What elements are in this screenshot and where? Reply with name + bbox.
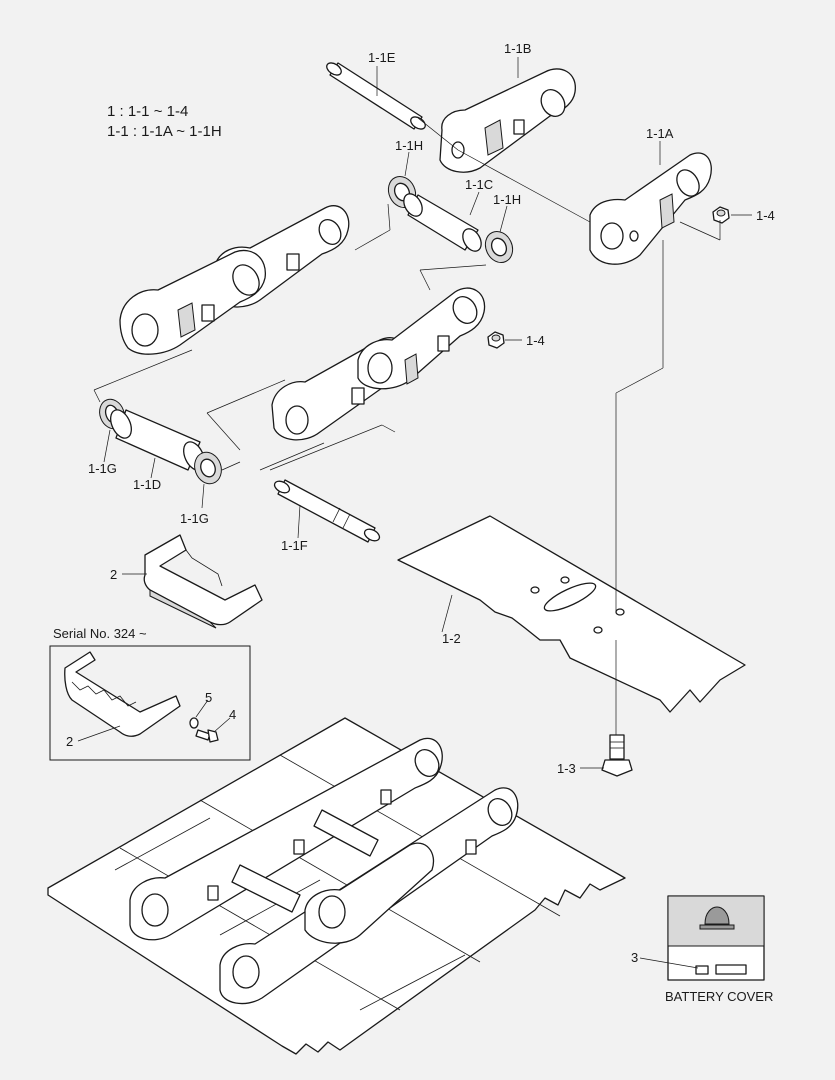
callout-2-box: 2 [66, 734, 73, 749]
link-1-1B [439, 68, 576, 173]
callout-1-1A: 1-1A [646, 126, 674, 141]
nut-1-4-top [712, 206, 730, 224]
serial-note: Serial No. 324 ~ [53, 626, 147, 641]
bolt-1-3 [601, 734, 633, 777]
callout-1-1C: 1-1C [465, 177, 493, 192]
callout-1-1G-bottom: 1-1G [180, 511, 209, 526]
track-guard-2-serial [64, 651, 181, 737]
callout-1-3: 1-3 [557, 761, 576, 776]
callout-1-1E: 1-1E [368, 50, 396, 65]
bushing-1-1D [110, 409, 205, 471]
callout-1-1B: 1-1B [504, 41, 531, 56]
legend-line-1: 1 : 1-1 ~ 1-4 [107, 103, 188, 120]
seal-1-1H-right [484, 230, 514, 264]
washer-5 [189, 717, 199, 729]
callout-1-1G-left: 1-1G [88, 461, 117, 476]
callout-5: 5 [205, 690, 212, 705]
callout-1-1H-top: 1-1H [395, 138, 423, 153]
callout-1-1H-right: 1-1H [493, 192, 521, 207]
callout-3: 3 [631, 950, 638, 965]
assembled-track [47, 717, 626, 1055]
battery-cover-label: BATTERY COVER [665, 989, 773, 1004]
bolt-4 [195, 729, 219, 743]
callout-4: 4 [229, 707, 236, 722]
callout-1-1F: 1-1F [281, 538, 308, 553]
bushing-1-1C [403, 193, 482, 252]
track-guard-2 [143, 534, 263, 629]
pin-1-1F [273, 479, 381, 543]
leader-lines [77, 57, 752, 969]
serial-box [49, 645, 251, 761]
callout-2-top: 2 [110, 567, 117, 582]
callout-1-1D: 1-1D [133, 477, 161, 492]
logo-icon [699, 906, 735, 930]
callout-1-2: 1-2 [442, 631, 461, 646]
link-1-1A [589, 152, 712, 265]
legend-line-2: 1-1 : 1-1A ~ 1-1H [107, 123, 222, 140]
link-assembly-left-upper [119, 205, 350, 355]
pin-1-1E [326, 62, 426, 130]
battery-cover [667, 895, 765, 981]
callout-1-4-mid: 1-4 [526, 333, 545, 348]
track-shoe-1-2 [397, 515, 746, 713]
seal-1-1G-bottom [194, 451, 222, 485]
callout-1-4-top: 1-4 [756, 208, 775, 223]
nut-1-4-mid [487, 331, 505, 349]
link-assembly-middle [271, 287, 486, 441]
